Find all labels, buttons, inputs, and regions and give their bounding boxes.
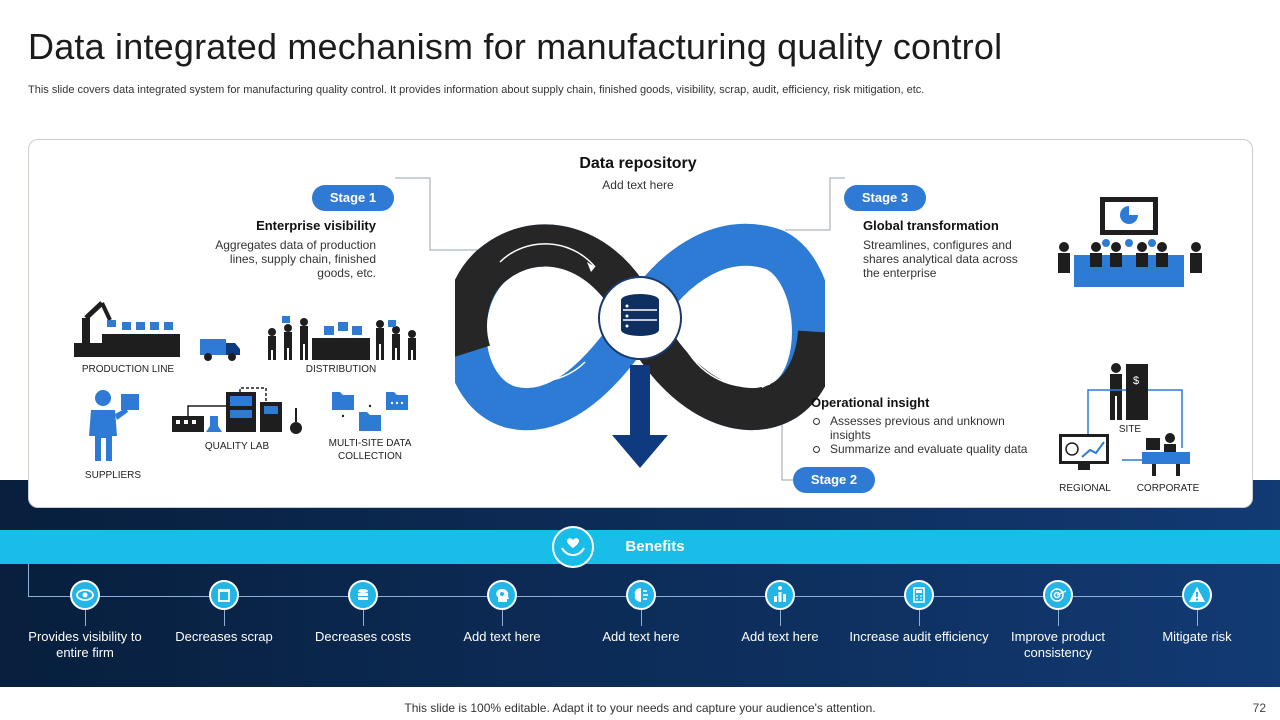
- footer-note: This slide is 100% editable. Adapt it to…: [404, 701, 876, 715]
- stage2-bullet: Summarize and evaluate quality data: [811, 442, 1041, 456]
- stage1-pill: Stage 1: [312, 185, 394, 211]
- timeline-line: [28, 596, 1198, 597]
- calculator-icon: [904, 580, 934, 610]
- stage2-pill: Stage 2: [793, 467, 875, 493]
- benefit-label: Decreases costs: [314, 629, 412, 644]
- benefit-label: Increase audit efficiency: [849, 629, 989, 644]
- multi-site-folders-icon: [332, 392, 408, 431]
- benefit-label: Add text here: [463, 629, 541, 644]
- benefit-item: Decreases costs: [293, 580, 433, 645]
- benefit-label: Add text here: [602, 629, 680, 644]
- stage2-bullets: Assesses previous and unknown insights S…: [811, 414, 1041, 456]
- regional-monitor-icon: [1059, 434, 1109, 470]
- benefit-stem: [1196, 610, 1198, 626]
- benefit-item: Mitigate risk: [1127, 580, 1267, 645]
- benefit-item: Increase audit efficiency: [849, 580, 989, 645]
- stage3-body: Streamlines, configures and shares analy…: [863, 238, 1018, 280]
- benefit-stem: [1057, 610, 1059, 626]
- benefits-bar: [0, 530, 1280, 564]
- stage3-heading: Global transformation: [863, 218, 999, 233]
- benefit-item: Add text here: [571, 580, 711, 645]
- benefit-stem: [84, 610, 86, 626]
- chart-icon: [765, 580, 795, 610]
- brain-icon: [626, 580, 656, 610]
- suppliers-label: SUPPLIERS: [84, 470, 142, 481]
- benefit-stem: [362, 610, 364, 626]
- repository-subtitle: Add text here: [602, 178, 674, 192]
- site-label: SITE: [1118, 424, 1142, 435]
- page-number: 72: [1252, 701, 1266, 715]
- benefit-label: Mitigate risk: [1162, 629, 1232, 644]
- benefit-item: Add text here: [432, 580, 572, 645]
- multi-site-label: MULTI-SITE DATA COLLECTION: [328, 438, 412, 462]
- coins-icon: [348, 580, 378, 610]
- page-title: Data integrated mechanism for manufactur…: [28, 26, 1003, 67]
- stage2-bullet: Assesses previous and unknown insights: [811, 414, 1041, 442]
- benefit-label: Improve product consistency: [1011, 629, 1105, 660]
- benefit-label: Add text here: [741, 629, 819, 644]
- supplier-person-icon: [89, 390, 139, 461]
- stage3-pill: Stage 3: [844, 185, 926, 211]
- regional-label: REGIONAL: [1059, 483, 1111, 494]
- stage2-heading: Operational insight: [811, 395, 930, 410]
- repository-title: Data repository: [579, 155, 697, 172]
- stage1-body: Aggregates data of production lines, sup…: [215, 238, 376, 280]
- recycle-icon: [209, 580, 239, 610]
- benefit-stem: [501, 610, 503, 626]
- page-subtitle: This slide covers data integrated system…: [28, 84, 925, 96]
- stage1-heading: Enterprise visibility: [256, 218, 376, 233]
- down-arrow-icon: [612, 365, 668, 468]
- network-sites-icon: $: [1087, 363, 1190, 476]
- distribution-icon: [268, 316, 416, 360]
- distribution-label: DISTRIBUTION: [305, 364, 377, 375]
- quality-lab-icon: [172, 387, 302, 434]
- timeline-connector: [28, 564, 29, 596]
- benefits-label: Benefits: [625, 538, 685, 555]
- benefit-item: Decreases scrap: [154, 580, 294, 645]
- benefit-stem: [640, 610, 642, 626]
- benefit-stem: [779, 610, 781, 626]
- production-line-icon: [74, 301, 180, 357]
- benefit-item: Improve product consistency: [988, 580, 1128, 661]
- benefit-item: Provides visibility to entire firm: [15, 580, 155, 661]
- benefits-hands-icon: [552, 526, 594, 568]
- corporate-label: CORPORATE: [1136, 483, 1200, 494]
- production-line-label: PRODUCTION LINE: [81, 364, 175, 375]
- meeting-room-icon: [1058, 197, 1202, 287]
- benefit-stem: [918, 610, 920, 626]
- truck-icon: [200, 339, 240, 361]
- svg-text:$: $: [1133, 375, 1139, 387]
- benefit-item: Add text here: [710, 580, 850, 645]
- benefit-label: Decreases scrap: [175, 629, 273, 644]
- benefit-label: Provides visibility to entire firm: [28, 629, 142, 660]
- head-gear-icon: [487, 580, 517, 610]
- infinity-loop-icon: [455, 223, 825, 430]
- eye-icon: [70, 580, 100, 610]
- benefit-stem: [223, 610, 225, 626]
- quality-lab-label: QUALITY LAB: [204, 441, 270, 452]
- target-icon: [1043, 580, 1073, 610]
- warning-icon: [1182, 580, 1212, 610]
